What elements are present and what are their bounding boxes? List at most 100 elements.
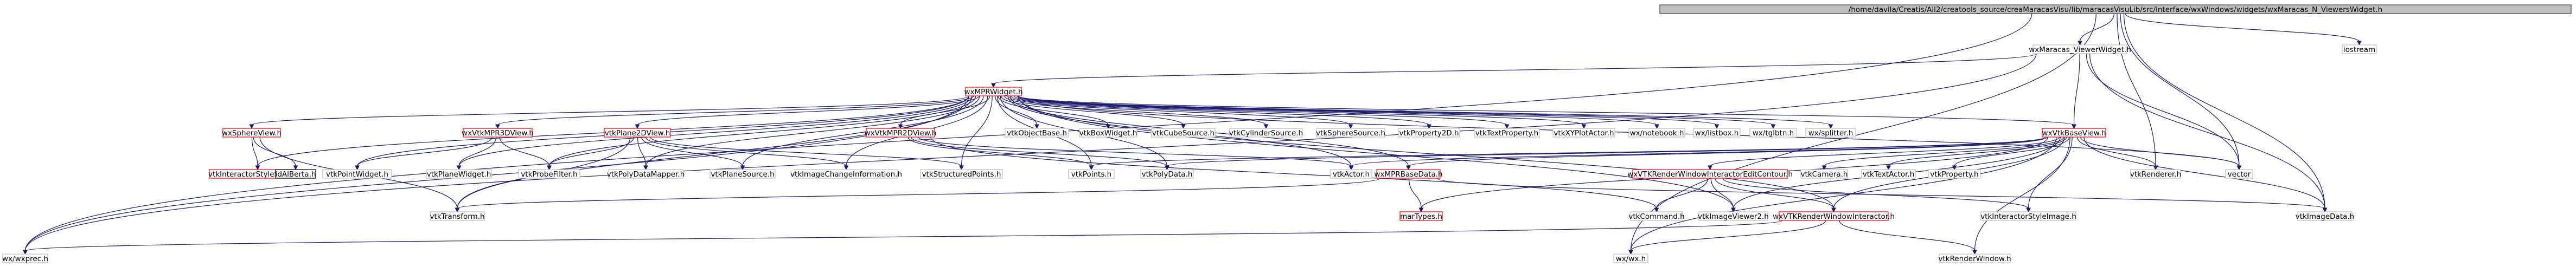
node-vtkplane2d[interactable]: vtkPlane2DView.h [604, 128, 671, 138]
node-iostream: iostream [2342, 44, 2377, 54]
node-vtkplanesource: vtkPlaneSource.h [709, 169, 776, 179]
node-box [1079, 128, 1137, 138]
node-wxvtkbaseview[interactable]: wxVtkBaseView.h [2042, 128, 2106, 138]
edge-wxvtkmpr2d-to-vtkpoints [907, 136, 1092, 167]
node-label: vtkRenderWindow.h [1939, 255, 2011, 263]
node-label: vtkRenderer.h [2130, 170, 2181, 179]
node-label: wxVtkMPR2DView.h [865, 129, 937, 138]
node-label: wxMPRBaseData.h [1374, 170, 1442, 179]
node-label: idAlBerta.h [276, 170, 316, 179]
node-wxlistbox: wx/listbox.h [1693, 128, 1741, 138]
node-root[interactable]: /home/davila/Creatis/All2/creatools_sour… [1659, 4, 2572, 14]
edge-wxvtkrenderwindowinteractoreditcontour-to-vtkcommand [1656, 178, 1709, 209]
arrowhead [1504, 124, 1510, 129]
node-box [2042, 128, 2106, 138]
node-vtkcylindersource: vtkCylinderSource.h [1229, 128, 1303, 138]
edge-vtkplane2d-to-vtkstructuredpoints [650, 136, 962, 167]
edge-wxmpr-to-vtkprobefilter [548, 95, 976, 167]
node-label: marTypes.h [1400, 212, 1442, 221]
arrowhead [1263, 124, 1269, 129]
node-wxvtkmpr3d[interactable]: wxVtkMPR3DView.h [462, 128, 534, 138]
node-label: vtkCubeSource.h [1152, 129, 1215, 138]
arrowhead [1831, 207, 1836, 213]
node-box [275, 169, 316, 179]
arrowhead [1034, 124, 1039, 129]
node-wxsplitter: wx/splitter.h [1805, 128, 1856, 138]
edge-wxmpr-to-wxvtkmpr3d [497, 95, 974, 126]
node-vtkinteractorstyleimage: vtkInteractorStyleImage.h [1980, 211, 2076, 221]
node-box [1005, 128, 1069, 138]
node-label: vtkPolyData.h [1142, 170, 1193, 179]
node-box [709, 169, 776, 179]
arrowhead [1181, 124, 1186, 129]
node-wxvtkrenderwindowinteractor[interactable]: wxVTKRenderWindowInteractor.h [1773, 211, 1895, 221]
node-label: wx/tglbtn.h [1753, 129, 1794, 138]
node-box [1939, 253, 2011, 263]
edge-wxvtkmpr2d-to-vtkactor [918, 136, 1352, 167]
node-vtkpoints: vtkPoints.h [1068, 169, 1115, 179]
arrowhead [456, 165, 462, 171]
node-box [2, 253, 48, 263]
node-wxmpr[interactable]: wxMPRWidget.h [964, 87, 1023, 96]
node-vtkimagechangeinformation: vtkImageChangeInformation.h [790, 169, 902, 179]
arrowhead [1581, 124, 1587, 129]
node-vtkstructuredpoints: vtkStructuredPoints.h [920, 169, 1003, 179]
node-box [426, 169, 492, 179]
arrowhead [643, 165, 648, 171]
edge-viewerwidget-to-vtkimagedata [2089, 53, 2325, 209]
node-box [965, 87, 1022, 96]
node-wxsphereview[interactable]: wxSphereView.h [222, 128, 282, 138]
edge-root-to-iostream [2125, 13, 2360, 42]
arrowhead [1418, 207, 1424, 213]
node-box [1474, 128, 1540, 138]
node-vtkpointwidget: vtkPointWidget.h [322, 169, 392, 179]
node-label: vtkStructuredPoints.h [922, 170, 1001, 179]
node-box [1068, 169, 1115, 179]
node-vtkrenderwindow: vtkRenderWindow.h [1939, 253, 2011, 263]
edge-wxmpr-to-vtktextproperty [1013, 95, 1507, 126]
node-box [2342, 44, 2377, 54]
node-idalberta[interactable]: idAlBerta.h [275, 169, 316, 179]
node-box [2032, 44, 2127, 54]
node-box [1779, 211, 1889, 221]
edge-root-to-viewerwidget [2079, 13, 2114, 42]
edges-layer [23, 13, 2362, 255]
node-box [463, 128, 533, 138]
node-box [1980, 211, 2076, 221]
edge-wxvtkmpr2d-to-vtkcommand [930, 136, 1657, 209]
node-box [430, 211, 485, 221]
node-wxvtkmpr2d[interactable]: wxVtkMPR2DView.h [865, 128, 937, 138]
node-label: vector [2228, 170, 2251, 179]
node-label: wxVTKRenderWindowInteractorEditContour.h [1627, 170, 1793, 179]
node-vtkimageviewer2: vtkImageViewer2.h [1698, 211, 1769, 221]
node-box [794, 169, 898, 179]
node-vtkcommand: vtkCommand.h [1628, 211, 1685, 221]
node-vector: vector [2225, 169, 2253, 179]
edge-wxvtkbaseview-to-vtkactor [1351, 136, 2046, 167]
node-vtkactor: vtkActor.h [1330, 169, 1372, 179]
edge-wxvtkmpr3d-to-vtkprobefilter [499, 136, 550, 167]
edge-viewerwidget-to-wxwxprec [24, 53, 2037, 251]
node-box [1552, 128, 1615, 138]
node-label: vtkCamera.h [1801, 170, 1848, 179]
edge-wxmprbasedata-to-vtkimagedata [1436, 178, 2325, 209]
node-box [866, 128, 935, 138]
edge-wxmprbasedata-to-vtktransform [457, 178, 1380, 209]
edge-root-to-vtkrenderer [2117, 13, 2156, 167]
node-wxwx: wx/wx.h [1613, 253, 1648, 263]
edge-wxvtkmpr3d-to-vtkpointwidget [356, 136, 493, 167]
node-wxmprbasedata[interactable]: wxMPRBaseData.h [1374, 169, 1443, 179]
arrowhead [1821, 165, 1827, 171]
arrowhead [1348, 165, 1354, 171]
edge-wxmpr-to-wxwxprec [24, 95, 969, 251]
edge-wxvtkbaseview-to-vtkcamera [1824, 136, 2064, 167]
arrowhead [1628, 250, 1633, 255]
node-martypes[interactable]: marTypes.h [1399, 211, 1443, 221]
node-box [322, 169, 392, 179]
node-wxvtkrenderwindowinteractoreditcontour[interactable]: wxVTKRenderWindowInteractorEditContour.h [1627, 169, 1793, 179]
node-box [2225, 169, 2253, 179]
node-vtkcubesource: vtkCubeSource.h [1151, 128, 1216, 138]
node-viewerwidget[interactable]: wxMaracas_ViewerWidget.h [2029, 44, 2131, 54]
node-label: vtkXYPlotActor.h [1554, 129, 1614, 138]
